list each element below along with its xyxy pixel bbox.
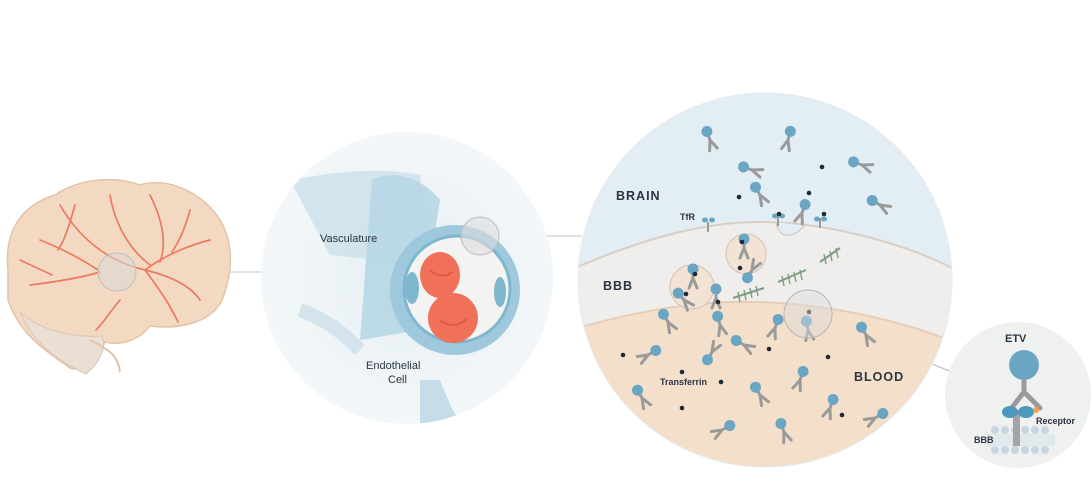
label-transferrin: Transferrin — [660, 377, 707, 387]
label-bbb: BBB — [603, 279, 633, 293]
endothelial-nucleus-left — [405, 272, 419, 304]
label-bbb-small: BBB — [974, 435, 994, 445]
label-blood: BLOOD — [854, 370, 904, 384]
zoom-circle-etv — [784, 290, 832, 338]
vessel-zoom-circle — [261, 132, 553, 430]
label-endothelial: Endothelial — [366, 360, 420, 372]
zoom-circle-vessel — [461, 217, 499, 255]
label-cell: Cell — [388, 374, 407, 386]
label-receptor: Receptor — [1036, 416, 1076, 426]
zoom-circle-brain — [98, 253, 136, 291]
label-tfr: TfR — [680, 212, 695, 222]
red-blood-cell — [428, 293, 478, 343]
blood-zone — [570, 302, 960, 470]
label-vasculature: Vasculature — [320, 233, 377, 245]
label-brain: BRAIN — [616, 189, 661, 203]
label-etv: ETV — [1005, 333, 1027, 345]
endothelial-nucleus-right — [494, 277, 506, 307]
brain-illustration — [7, 180, 230, 374]
